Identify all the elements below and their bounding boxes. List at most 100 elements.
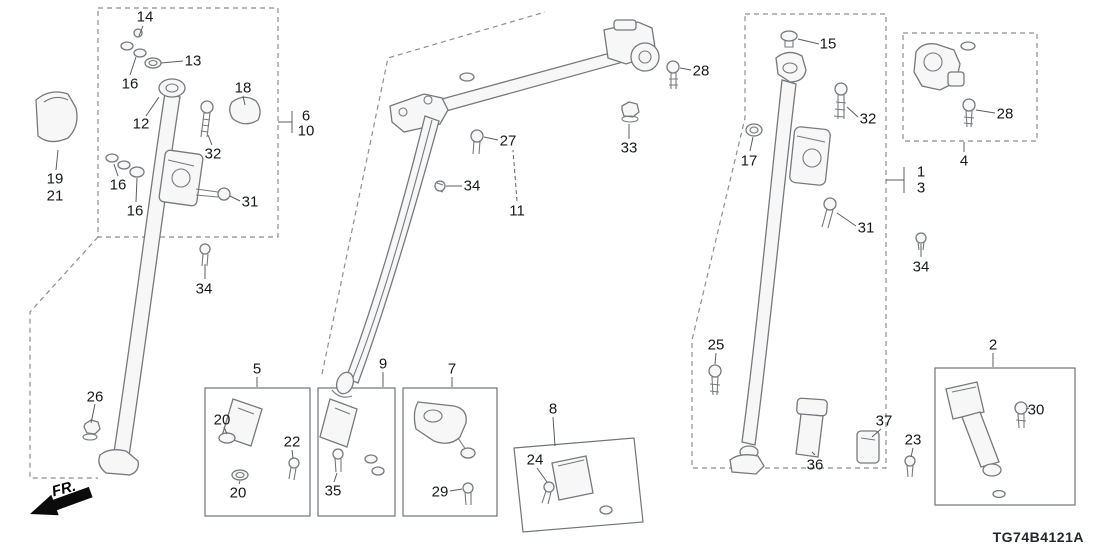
- buckle-9: [319, 398, 385, 476]
- bolt-28-right: [962, 98, 976, 128]
- callout-3: 3: [916, 179, 926, 197]
- callout-24: 24: [526, 451, 544, 469]
- callout-31-b: 31: [857, 219, 875, 237]
- bolt-29: [462, 482, 474, 506]
- callout-35: 35: [324, 482, 342, 500]
- callout-8: 8: [548, 400, 558, 418]
- right-seatbelt-assembly: [729, 30, 831, 475]
- callout-32-a: 32: [204, 145, 222, 163]
- callout-16-c: 16: [126, 202, 144, 220]
- callout-26: 26: [86, 388, 104, 406]
- washer-16-b: [133, 48, 147, 58]
- callout-13: 13: [184, 52, 202, 70]
- strap-36: [795, 397, 828, 458]
- cap-15: [780, 30, 798, 42]
- bolt-34-center: [434, 180, 446, 193]
- callout-18: 18: [234, 79, 252, 97]
- part-box-5: [204, 387, 311, 517]
- bolt-22: [288, 457, 300, 481]
- washer-17: [745, 123, 763, 137]
- washer-20-a: [218, 432, 236, 444]
- bolt-24: [541, 481, 555, 505]
- center-seatbelt-assembly: [331, 19, 660, 398]
- part-box-8: [513, 437, 644, 533]
- washer-13: [144, 57, 162, 69]
- nut-33: [621, 101, 640, 123]
- left-seatbelt-assembly: [98, 78, 204, 476]
- callout-15: 15: [819, 35, 837, 53]
- callout-10: 10: [297, 122, 315, 140]
- washer-16-e: [129, 166, 145, 178]
- callout-20-a: 20: [213, 411, 231, 429]
- part-box-9: [317, 387, 396, 517]
- callout-31-a: 31: [241, 193, 259, 211]
- callout-16-b: 16: [109, 176, 127, 194]
- bolt-34-left: [199, 243, 211, 267]
- washer-16-c: [105, 153, 119, 163]
- bolt-32-left: [200, 100, 214, 138]
- callout-9: 9: [378, 355, 388, 373]
- fr-direction-arrow: [30, 486, 93, 516]
- callout-14: 14: [136, 8, 154, 26]
- callout-12: 12: [132, 115, 150, 133]
- pin-14: [133, 28, 143, 38]
- callout-21: 21: [46, 187, 64, 205]
- callout-2: 2: [988, 336, 998, 354]
- callout-19: 19: [46, 170, 64, 188]
- anchor-cover-18: [229, 96, 261, 125]
- callout-34-a: 34: [195, 280, 213, 298]
- washer-16-d: [117, 160, 131, 170]
- callout-34-c: 34: [912, 258, 930, 276]
- callout-22: 22: [283, 433, 301, 451]
- upper-anchor-hardware: [105, 28, 261, 201]
- callout-32-b: 32: [859, 110, 877, 128]
- part-box-7: [402, 387, 498, 517]
- bolt-35: [332, 448, 344, 473]
- washer-20-b: [231, 469, 249, 481]
- callout-16-a: 16: [121, 75, 139, 93]
- callout-20-b: 20: [229, 484, 247, 502]
- washer-16-a: [120, 41, 134, 51]
- callout-1: 1: [916, 163, 926, 181]
- leader-lines: [55, 25, 1030, 492]
- latch-7: [413, 401, 476, 506]
- bolt-25: [708, 364, 722, 396]
- callout-28-a: 28: [692, 62, 710, 80]
- bolt-34-right: [915, 232, 927, 251]
- callout-23: 23: [904, 431, 922, 449]
- callout-25: 25: [707, 336, 725, 354]
- buckle-8: [541, 455, 613, 515]
- nut-26: [82, 419, 101, 441]
- retractor-motor-assembly-4: [913, 41, 976, 91]
- callout-29: 29: [431, 483, 449, 501]
- bolt-27: [470, 129, 484, 155]
- strap-37: [856, 430, 880, 464]
- bolt-31-right: [821, 197, 837, 229]
- buckle-5: [218, 398, 300, 481]
- callout-17: 17: [740, 152, 758, 170]
- bolt-31-left: [195, 187, 231, 201]
- bolt-32-right: [833, 82, 848, 119]
- bolt-23: [904, 455, 916, 478]
- center-retractor: [603, 19, 660, 72]
- callout-37: 37: [875, 412, 893, 430]
- right-retractor: [789, 126, 831, 186]
- part-box-2: [934, 367, 1076, 506]
- callout-5: 5: [252, 360, 262, 378]
- buckle-assembly-2: [945, 381, 1028, 499]
- callout-11: 11: [509, 202, 525, 220]
- group-outline-center-belt: [321, 11, 546, 375]
- group-outline-right-belt: [691, 13, 887, 469]
- callout-36: 36: [806, 456, 824, 474]
- callout-28-b: 28: [996, 105, 1014, 123]
- callout-27: 27: [499, 132, 517, 150]
- callout-34-b: 34: [463, 177, 481, 195]
- callout-4: 4: [959, 152, 969, 170]
- leader-line-11-dashed: [512, 149, 518, 202]
- callout-7: 7: [447, 360, 457, 378]
- callout-30: 30: [1027, 401, 1045, 419]
- bolt-30: [1014, 401, 1028, 429]
- shoulder-anchor-cover-19-21: [35, 91, 78, 143]
